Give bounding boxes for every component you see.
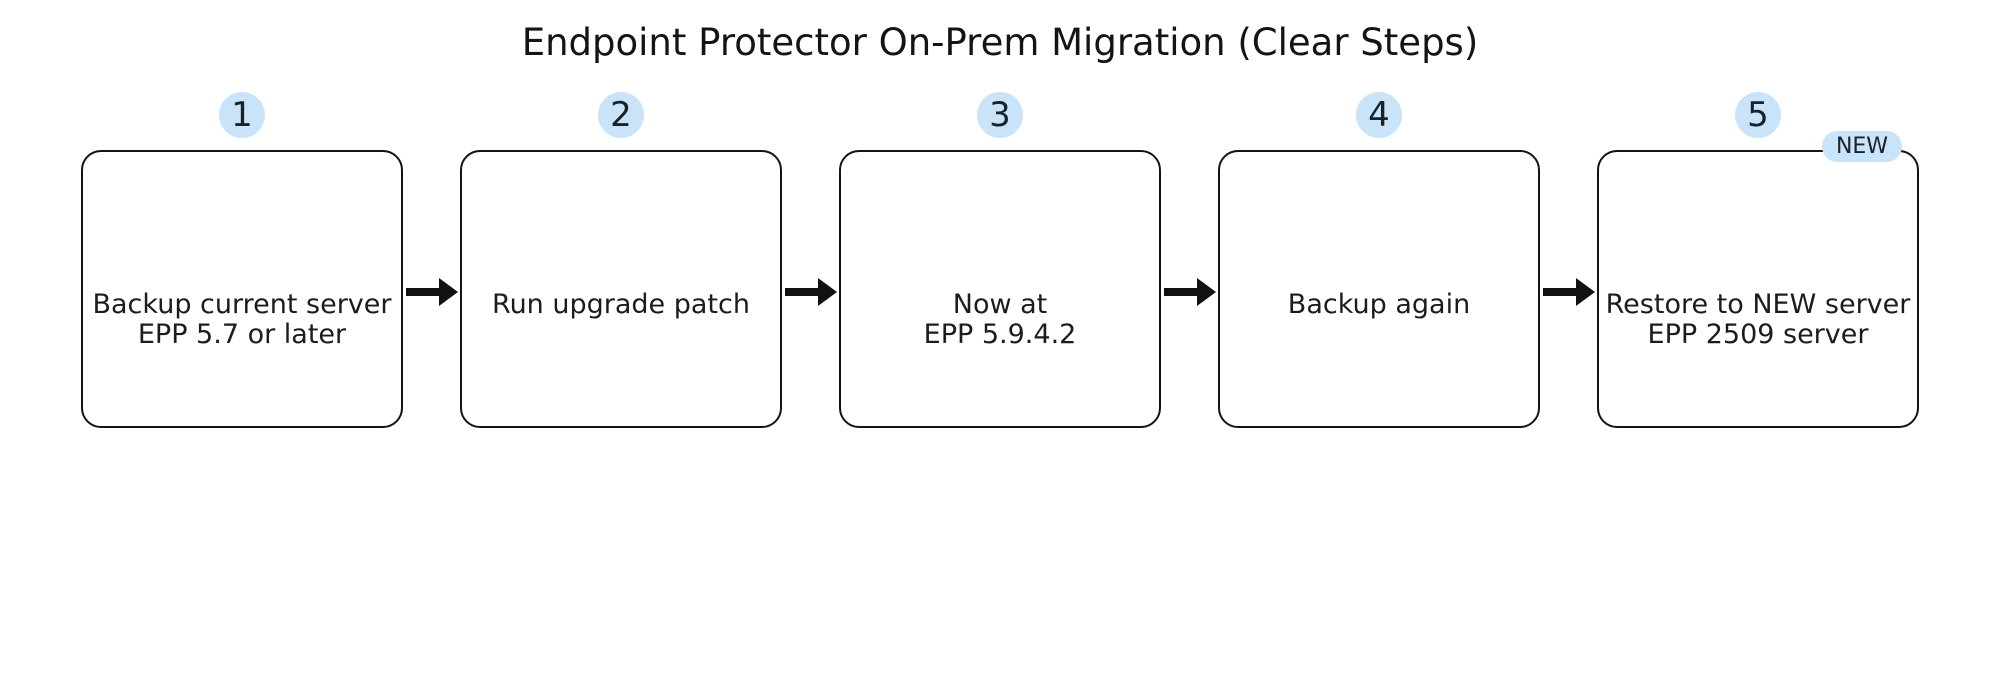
- step-box-5: Restore to NEW server EPP 2509 server: [1597, 150, 1919, 428]
- step-5: 5 Restore to NEW server EPP 2509 server …: [1597, 92, 1919, 432]
- step-number-badge-1: 1: [219, 92, 265, 138]
- step-label-3: Now at EPP 5.9.4.2: [923, 289, 1077, 350]
- step-label-1: Backup current server EPP 5.7 or later: [92, 289, 392, 350]
- step-box-3: Now at EPP 5.9.4.2: [839, 150, 1161, 428]
- step-1: 1 Backup current server EPP 5.7 or later: [81, 92, 403, 432]
- arrow-right-icon: [1543, 278, 1595, 306]
- step-4: 4 Backup again: [1218, 92, 1540, 432]
- step-label-4: Backup again: [1287, 289, 1471, 320]
- step-number-badge-4: 4: [1356, 92, 1402, 138]
- step-number-badge-3: 3: [977, 92, 1023, 138]
- step-label-2: Run upgrade patch: [492, 289, 750, 320]
- arrow-right-icon: [785, 278, 837, 306]
- step-number-badge-2: 2: [598, 92, 644, 138]
- step-box-4: Backup again: [1218, 150, 1540, 428]
- arrow-right-icon: [1164, 278, 1216, 306]
- arrow-right-icon: [406, 278, 458, 306]
- step-label-5: Restore to NEW server EPP 2509 server: [1605, 289, 1911, 350]
- step-3: 3 Now at EPP 5.9.4.2: [839, 92, 1161, 432]
- step-2: 2 Run upgrade patch: [460, 92, 782, 432]
- new-badge: NEW: [1822, 131, 1902, 162]
- step-number-badge-5: 5: [1735, 92, 1781, 138]
- page-title: Endpoint Protector On-Prem Migration (Cl…: [521, 21, 1479, 64]
- step-box-1: Backup current server EPP 5.7 or later: [81, 150, 403, 428]
- step-box-2: Run upgrade patch: [460, 150, 782, 428]
